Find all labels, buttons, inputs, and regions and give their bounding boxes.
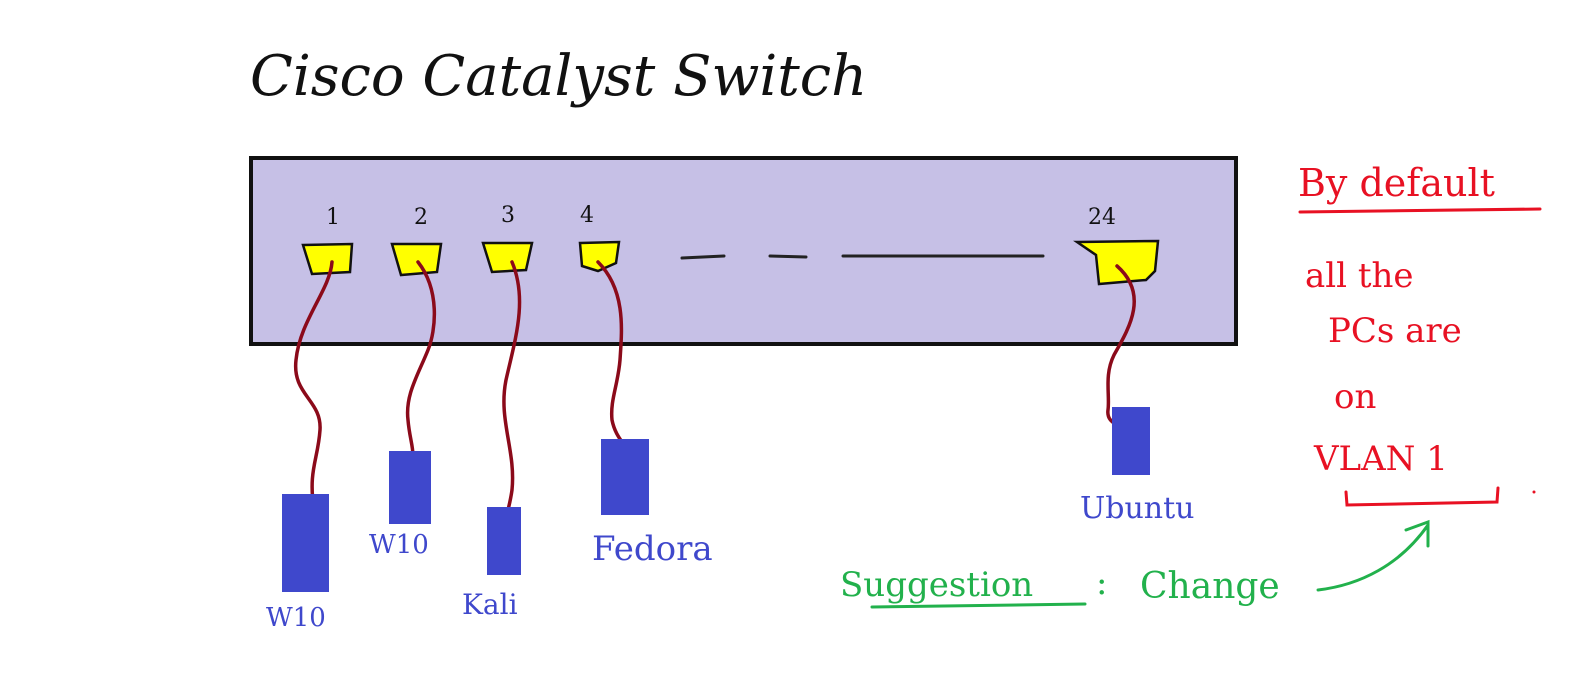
cable-port-1 — [294, 260, 334, 512]
note-line-2: PCs are — [1328, 311, 1462, 351]
port-number-24: 24 — [1088, 205, 1116, 230]
note-line-1: all the — [1305, 256, 1414, 296]
port-number-4: 4 — [580, 203, 594, 228]
suggestion-label: Suggestion — [840, 565, 1033, 605]
suggestion-arrow — [1316, 523, 1430, 592]
port-2 — [390, 242, 443, 277]
page-title: Cisco Catalyst Switch — [250, 44, 867, 109]
port-1 — [301, 242, 354, 276]
pc-label-w10-1: W10 — [266, 603, 326, 633]
port-number-2: 2 — [414, 205, 428, 230]
note-heading: By default — [1298, 161, 1495, 205]
port-number-1: 1 — [326, 205, 340, 230]
pc-w10-port-2 — [389, 451, 431, 524]
cable-port-3 — [502, 260, 522, 524]
suggestion-underline — [870, 602, 1087, 609]
note-line-4: VLAN 1 — [1313, 439, 1448, 479]
cable-port-2 — [405, 260, 437, 472]
vlan-underline — [1344, 486, 1500, 507]
pc-label-kali: Kali — [462, 588, 518, 621]
pc-label-ubuntu: Ubuntu — [1080, 491, 1195, 526]
pc-label-w10-2: W10 — [369, 530, 429, 560]
suggestion-text: Change — [1140, 566, 1280, 607]
note-dot — [1532, 490, 1536, 494]
port-3 — [481, 241, 534, 274]
port-24 — [1073, 239, 1160, 286]
pc-label-fedora: Fedora — [592, 529, 713, 569]
pc-ubuntu-port-24 — [1112, 407, 1150, 475]
port-number-3: 3 — [501, 203, 515, 228]
port-4 — [578, 240, 621, 273]
pc-w10-port-1 — [282, 494, 329, 592]
note-heading-underline — [1298, 207, 1542, 214]
port-ellipsis — [680, 254, 1045, 260]
pc-fedora-port-4 — [601, 439, 649, 515]
note-line-3: on — [1334, 377, 1376, 417]
suggestion-separator: : — [1096, 563, 1107, 603]
suggestion-arrowhead — [1404, 519, 1430, 548]
pc-kali-port-3 — [487, 507, 521, 575]
